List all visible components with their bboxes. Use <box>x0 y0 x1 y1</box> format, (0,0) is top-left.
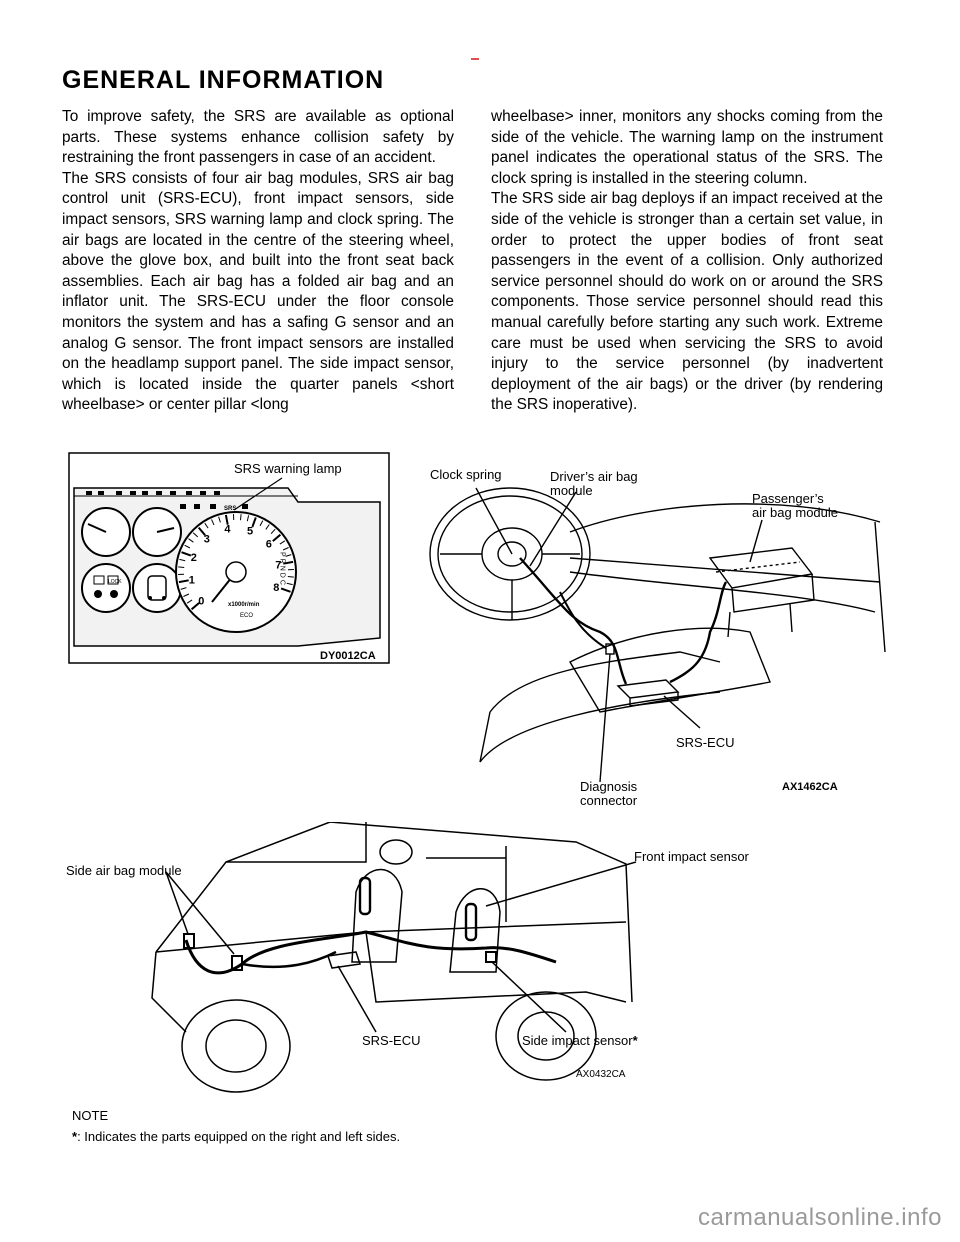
tach-tick <box>279 540 286 545</box>
vehicle-figure: Side air bag module Front impact sensor … <box>66 821 786 1094</box>
tach-tick <box>183 593 190 597</box>
tach-tick <box>259 520 264 527</box>
tach-number: 3 <box>204 533 210 545</box>
dashboard-figure: Clock spring Driver’s air bag module Pas… <box>420 462 890 814</box>
tach-tick <box>282 547 289 551</box>
tach-tick <box>178 566 185 568</box>
callout-side-impact-sensor: Side impact sensor* <box>522 1034 638 1048</box>
asterisk-mark: * <box>632 1033 638 1048</box>
callout-diagnosis-connector: Diagnosis connector <box>580 779 638 808</box>
tach-number: 4 <box>224 524 231 536</box>
tach-tick <box>211 519 215 526</box>
callout-srs-ecu: SRS-ECU <box>676 735 735 750</box>
tach-tick <box>181 551 192 557</box>
callout-side-air-bag-module: Side air bag module <box>66 863 182 878</box>
tach-tick <box>178 579 189 584</box>
tach-number: 8 <box>273 582 279 594</box>
tach-number: 5 <box>247 526 253 538</box>
callout-passengers-air-bag: Passenger’s air bag module <box>752 491 838 520</box>
lock-indicator: LOCK <box>108 579 122 585</box>
indicator-icons <box>86 491 248 509</box>
vehicle-drawing <box>151 821 637 1093</box>
srs-indicator: SRS <box>224 506 236 512</box>
body-column-right: wheelbase> inner, monitors any shocks co… <box>491 107 883 416</box>
dashboard-drawing <box>429 487 886 783</box>
tach-tick <box>272 533 282 542</box>
figure-code: AX0432CA <box>576 1069 626 1080</box>
tach-tick <box>270 528 276 535</box>
tach-tick <box>179 558 186 562</box>
tach-tick <box>180 587 187 590</box>
paragraph: wheelbase> inner, monitors any shocks co… <box>491 108 883 187</box>
tach-tick <box>184 544 191 549</box>
gear-indicator: PRNDC <box>279 552 286 587</box>
tach-tick <box>188 538 194 543</box>
paragraph: To improve safety, the SRS are available… <box>62 108 454 167</box>
tach-number: 6 <box>266 539 272 551</box>
tach-tick <box>190 602 200 611</box>
tachometer-numbers: 0 1 2 3 4 5 6 7 8 <box>189 524 282 608</box>
tach-tick <box>286 582 293 586</box>
tach-tick <box>280 587 291 593</box>
paragraph: The SRS consists of four air bag modules… <box>62 169 454 414</box>
tach-tick <box>251 517 257 528</box>
tach-tick <box>285 554 292 557</box>
header-mark <box>471 58 479 60</box>
tach-tick <box>197 526 206 536</box>
callout-clock-spring: Clock spring <box>430 467 502 482</box>
figure-code: DY0012CA <box>320 650 376 662</box>
instrument-cluster-drawing: SRS LOCK 0 1 2 3 4 5 6 7 8 x1000r/min E <box>68 452 390 664</box>
tach-tick <box>224 514 229 525</box>
tach-tick <box>246 515 250 522</box>
tach-tick <box>186 599 193 604</box>
watermark: carmanualsonline.info <box>698 1204 942 1231</box>
callout-text: Side impact sensor <box>522 1033 633 1048</box>
tach-tick <box>283 560 294 565</box>
callout-srs-ecu: SRS-ECU <box>362 1033 421 1048</box>
rpm-unit: x1000r/min <box>228 602 260 608</box>
figure-code: AX1462CA <box>782 781 838 793</box>
tach-tick <box>240 514 242 521</box>
tach-tick <box>204 522 209 529</box>
callout-drivers-air-bag: Driver’s air bag module <box>550 469 638 498</box>
tach-tick <box>192 532 199 538</box>
tach-tick <box>287 576 294 578</box>
tach-number: 0 <box>198 595 204 607</box>
tach-tick <box>265 524 270 530</box>
tachometer-ticks <box>178 514 294 611</box>
note-body: : Indicates the parts equipped on the ri… <box>77 1129 401 1144</box>
tach-number: 7 <box>275 559 281 571</box>
page-heading: GENERAL INFORMATION <box>62 66 385 94</box>
tach-tick <box>218 516 221 523</box>
callout-front-impact-sensor: Front impact sensor <box>634 849 749 864</box>
paragraph: The SRS side air bag deploys if an impac… <box>491 190 883 414</box>
asterisk-mark: * <box>72 1129 78 1144</box>
body-column-left: To improve safety, the SRS are available… <box>62 107 454 416</box>
tach-number: 2 <box>191 552 197 564</box>
instrument-cluster-figure: SRS LOCK 0 1 2 3 4 5 6 7 8 x1000r/min E <box>68 452 390 664</box>
eco-indicator: ECO <box>240 613 253 619</box>
tach-number: 1 <box>189 575 195 587</box>
callout-srs-warning-lamp: SRS warning lamp <box>234 461 342 476</box>
note-text: *: Indicates the parts equipped on the r… <box>72 1129 400 1144</box>
note-title: NOTE <box>72 1108 109 1123</box>
